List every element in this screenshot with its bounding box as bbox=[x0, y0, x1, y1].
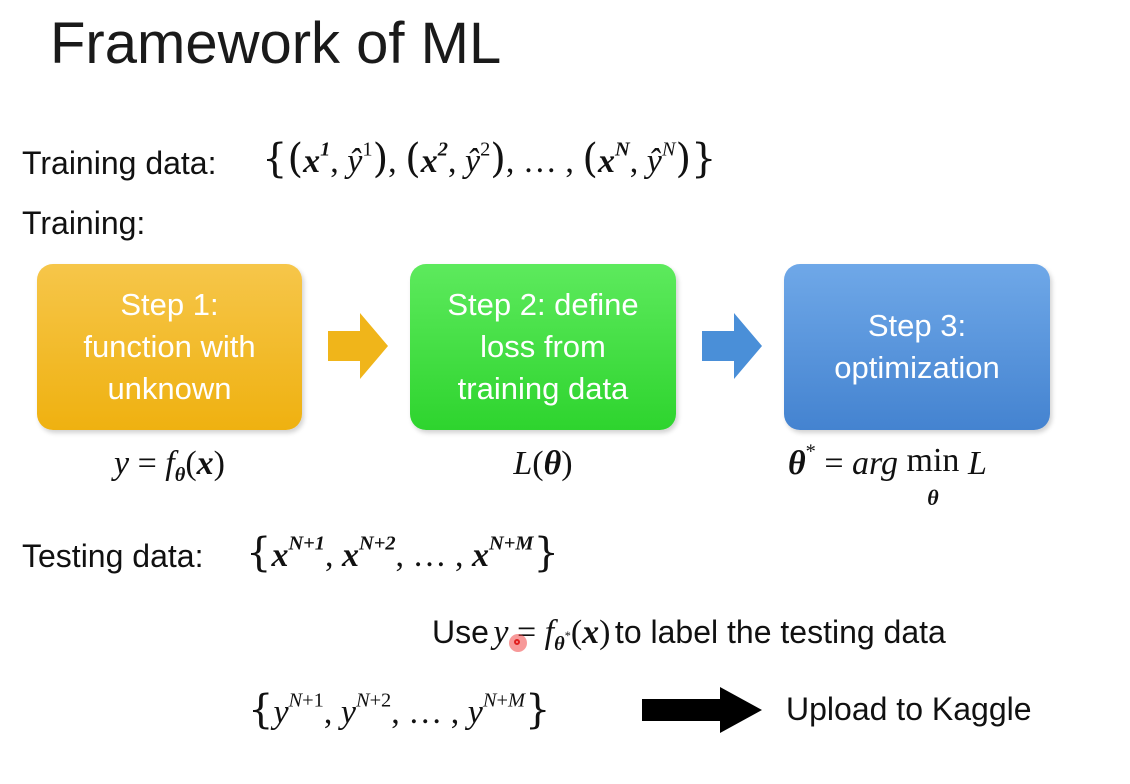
slide-title: Framework of ML bbox=[50, 11, 502, 76]
use-prefix: Use bbox=[432, 614, 489, 650]
training-data-set: {(x1, ŷ1), (x2, ŷ2), … , (xN, ŷN)} bbox=[262, 136, 717, 182]
use-formula: y = fθ*(x) bbox=[493, 614, 611, 656]
use-sentence: Use y = fθ*(x) to label the testing data bbox=[432, 612, 946, 656]
training-data-label: Training data: bbox=[22, 145, 217, 181]
step-1-box: Step 1: function with unknown bbox=[37, 264, 302, 430]
testing-data-label: Testing data: bbox=[22, 538, 204, 574]
step-3-box: Step 3: optimization bbox=[784, 264, 1050, 430]
step-1-line: unknown bbox=[107, 371, 232, 406]
arrow-right-icon bbox=[642, 687, 762, 733]
step-3-line: Step 3: bbox=[867, 308, 967, 343]
step-1-line: Step 1: bbox=[120, 287, 219, 322]
use-suffix: to label the testing data bbox=[614, 614, 946, 650]
upload-text: Upload to Kaggle bbox=[786, 691, 1032, 727]
training-label: Training: bbox=[22, 205, 146, 241]
step-3-line: optimization bbox=[834, 350, 1000, 385]
arrow-right-icon bbox=[328, 313, 388, 379]
testing-data-set: {xN+1, xN+2, … , xN+M} bbox=[246, 530, 559, 576]
mouse-cursor-icon bbox=[509, 634, 527, 652]
loss-formula: L(θ) bbox=[513, 445, 573, 482]
model-formula: y = fθ(x) bbox=[114, 445, 225, 487]
step-1-line: function with bbox=[83, 329, 256, 364]
prediction-set: {yN+1, yN+2, … , yN+M} bbox=[248, 687, 551, 733]
step-2-line: Step 2: define bbox=[447, 287, 639, 322]
arrow-right-icon bbox=[702, 313, 762, 379]
step-2-line: loss from bbox=[480, 329, 606, 364]
step-2-box: Step 2: define loss from training data bbox=[410, 264, 676, 430]
step-2-line: training data bbox=[457, 371, 629, 406]
